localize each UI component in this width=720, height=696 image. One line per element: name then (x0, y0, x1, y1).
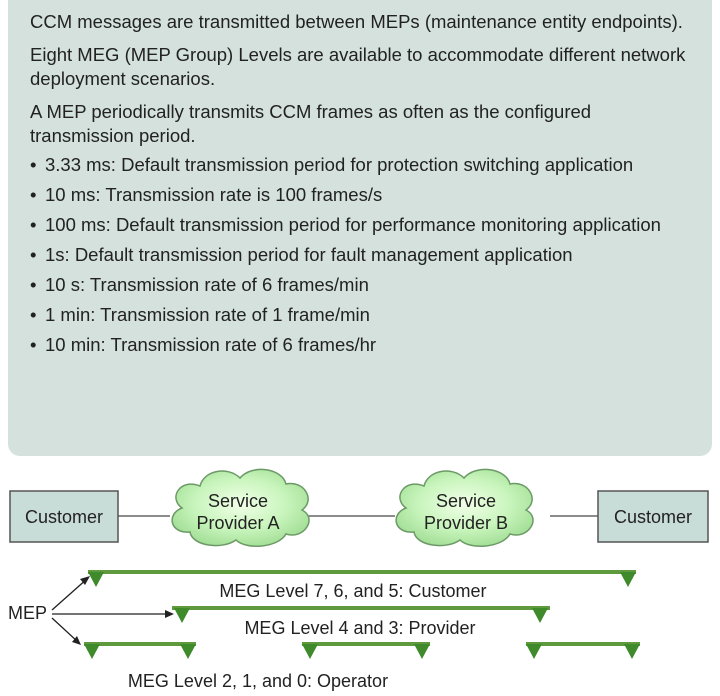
meg-level-provider: MEG Level 4 and 3: Provider (172, 606, 550, 638)
service-provider-a-cloud: Service Provider A (171, 468, 310, 547)
mep-marker (180, 644, 196, 659)
list-item: 10 min: Transmission rate of 6 frames/hr (30, 333, 694, 356)
meg-bar (88, 570, 636, 574)
mep-marker (302, 644, 318, 659)
meg-level-operator: MEG Level 2, 1, and 0: Operator (84, 642, 640, 691)
mep-marker (526, 644, 542, 659)
meg-level-customer: MEG Level 7, 6, and 5: Customer (88, 570, 636, 601)
ccm-info-panel: CCM messages are transmitted between MEP… (8, 0, 712, 456)
paragraph-mep-transmits: A MEP periodically transmits CCM frames … (30, 101, 592, 146)
customer-left-label: Customer (25, 507, 103, 527)
mep-marker (174, 608, 190, 623)
mep-marker (620, 572, 636, 587)
customer-right-label: Customer (614, 507, 692, 527)
meg-bar (302, 642, 430, 646)
provider-b-line1: Service (436, 491, 496, 511)
meg-level-diagram: Customer Customer Service Provider A Ser… (8, 468, 709, 691)
mep-marker (414, 644, 430, 659)
arrow-line (51, 577, 89, 611)
mep-marker (532, 608, 548, 623)
mep-marker (624, 644, 640, 659)
list-item: 3.33 ms: Default transmission period for… (30, 153, 694, 176)
meg-bar (172, 606, 550, 610)
list-item: 1 min: Transmission rate of 1 frame/min (30, 303, 694, 326)
mep-pointers: MEP (8, 576, 174, 645)
customer-right-box: Customer (597, 490, 709, 543)
transmission-period-list: 3.33 ms: Default transmission period for… (30, 153, 694, 356)
mep-marker (84, 644, 100, 659)
customer-left-box: Customer (9, 490, 119, 543)
list-item: 1s: Default transmission period for faul… (30, 243, 694, 266)
list-item: 10 s: Transmission rate of 6 frames/min (30, 273, 694, 296)
paragraph-meg-levels: Eight MEG (MEP Group) Levels are availab… (30, 44, 686, 89)
arrow-head (80, 576, 90, 585)
provider-a-line1: Service (208, 491, 268, 511)
paragraph-ccm-messages: CCM messages are transmitted between MEP… (30, 11, 683, 32)
arrow-head (72, 636, 81, 645)
meg-level-label: MEG Level 7, 6, and 5: Customer (219, 581, 486, 601)
provider-b-line2: Provider B (424, 513, 508, 533)
list-item: 100 ms: Default transmission period for … (30, 213, 694, 236)
list-item: 10 ms: Transmission rate is 100 frames/s (30, 183, 694, 206)
arrow-line (51, 617, 79, 643)
meg-bar (526, 642, 640, 646)
mep-label: MEP (8, 603, 47, 623)
mep-marker (88, 572, 104, 587)
meg-level-label: MEG Level 2, 1, and 0: Operator (128, 671, 388, 691)
provider-a-line2: Provider A (196, 513, 279, 533)
service-provider-b-cloud: Service Provider B (395, 468, 534, 547)
meg-level-label: MEG Level 4 and 3: Provider (244, 618, 475, 638)
meg-bar (84, 642, 196, 646)
arrow-head (165, 610, 174, 618)
